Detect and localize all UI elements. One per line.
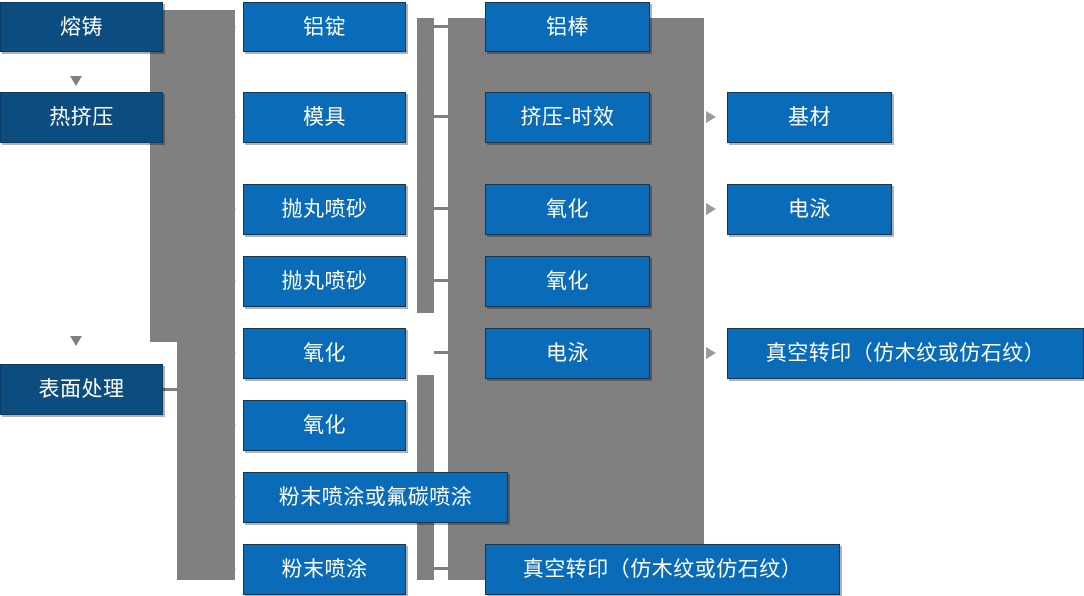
stage-melting-casting[interactable]: 熔铸 (0, 2, 163, 52)
tick-vacuum-transfer (434, 567, 449, 570)
output-oxidation-2[interactable]: 氧化 (485, 256, 650, 307)
arrow-to-electrophoresis-icon (706, 203, 716, 215)
process-shot-blasting-1[interactable]: 抛丸喷砂 (243, 184, 406, 235)
process-powder-or-fluorocarbon-coating[interactable]: 粉末喷涂或氟碳喷涂 (243, 472, 508, 523)
rail1-upper-block (150, 10, 235, 342)
output-extrusion-aging[interactable]: 挤压-时效 (485, 92, 650, 143)
arrow-to-oxidation-2-icon (226, 419, 236, 431)
arrow-to-substrate-icon (706, 111, 716, 123)
tick-oxidation-1 (434, 207, 449, 210)
output-vacuum-transfer-printing[interactable]: 真空转印（仿木纹或仿石纹） (485, 544, 840, 595)
arrow-to-powder-or-pvdf-icon (226, 491, 236, 503)
arrow-to-vacuum-transfer-icon (706, 347, 716, 359)
tick-oxidation-2 (434, 279, 449, 282)
arrow-to-powder-coating-icon (226, 563, 236, 575)
process-oxidation-2[interactable]: 氧化 (243, 400, 406, 451)
arrow-extrusion-to-surface-icon (70, 336, 82, 346)
rail1-surface-stub (163, 388, 185, 391)
arrow-to-oxidation-1-icon (226, 347, 236, 359)
rail1-lower-block (177, 342, 235, 580)
tick-aluminium-bar (434, 25, 449, 28)
rail2-thin-upper (417, 18, 434, 313)
output-electrophoresis[interactable]: 电泳 (485, 328, 650, 379)
final-vacuum-transfer-printing[interactable]: 真空转印（仿木纹或仿石纹） (727, 328, 1084, 379)
arrow-to-die-icon (226, 111, 236, 123)
process-aluminium-ingot[interactable]: 铝锭 (243, 2, 406, 52)
output-aluminium-bar[interactable]: 铝棒 (485, 2, 650, 52)
final-substrate[interactable]: 基材 (727, 92, 892, 143)
arrow-to-shot-blast-1-icon (226, 203, 236, 215)
tick-extrusion (434, 115, 449, 118)
process-oxidation-1[interactable]: 氧化 (243, 328, 406, 379)
process-shot-blasting-2[interactable]: 抛丸喷砂 (243, 256, 406, 307)
arrow-to-shot-blast-2-icon (226, 275, 236, 287)
final-electrophoresis[interactable]: 电泳 (727, 184, 892, 235)
arrow-to-aluminium-ingot-icon (226, 21, 236, 33)
process-powder-coating[interactable]: 粉末喷涂 (243, 544, 406, 595)
stage-surface-treatment[interactable]: 表面处理 (0, 364, 163, 415)
process-die[interactable]: 模具 (243, 92, 406, 143)
output-oxidation-1[interactable]: 氧化 (485, 184, 650, 235)
tick-electrophoresis (434, 351, 449, 354)
stage-hot-extrusion[interactable]: 热挤压 (0, 92, 163, 143)
arrow-melting-to-extrusion-icon (70, 76, 82, 86)
